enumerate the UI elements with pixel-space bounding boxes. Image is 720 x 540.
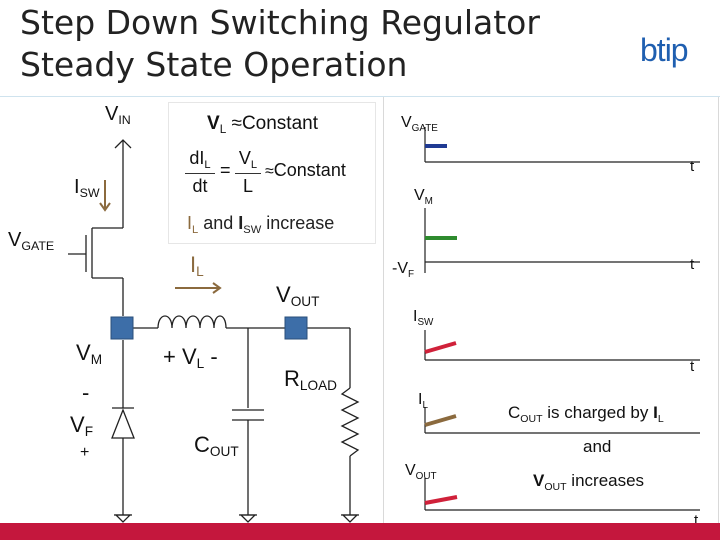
il-trace <box>424 414 457 427</box>
diode-plus-sign: + <box>80 444 90 461</box>
eq-didt: dIL dt = VL L ≈Constant <box>185 148 365 200</box>
wave-vout-t: t <box>694 512 699 529</box>
title-line-1: Step Down Switching Regulator <box>20 3 540 42</box>
eq-increase: IL and ISW increase <box>187 213 335 236</box>
vm-label: VM <box>76 340 103 367</box>
vf-label: VF <box>70 412 94 439</box>
load-resistor <box>340 387 360 457</box>
isw-trace <box>424 341 457 354</box>
wave-neg-vf-label: -VF <box>392 260 415 280</box>
rload-label: RLOAD <box>284 366 337 393</box>
ground-icon-load <box>341 514 359 523</box>
title-divider <box>0 96 720 97</box>
note-and: and <box>583 437 612 456</box>
wave-vm-t: t <box>690 256 695 273</box>
wave-isw-label: ISW <box>413 308 434 328</box>
wave-il-label: IL <box>418 391 428 411</box>
wave-vgate-t: t <box>690 158 695 175</box>
eq-vl-constant: VL ≈Constant <box>207 113 318 136</box>
vout-trace <box>424 495 458 505</box>
output-node-marker <box>284 316 308 340</box>
diode-triangle <box>111 408 135 439</box>
footer-bar <box>0 523 720 540</box>
vout-label: VOUT <box>276 282 320 309</box>
wave-isw-t: t <box>690 358 695 375</box>
vin-label: VIN <box>105 103 131 127</box>
waveform-panel <box>383 97 719 525</box>
wave-vgate-label: VGATE <box>401 114 438 134</box>
diode-minus-sign: - <box>82 380 90 405</box>
isw-label: ISW <box>74 176 100 200</box>
title-line-2: Steady State Operation <box>20 45 408 84</box>
wave-vout-label: VOUT <box>405 462 437 482</box>
inductor-coil <box>157 315 227 329</box>
switch-node-marker <box>110 316 134 340</box>
vl-label: + VL - <box>163 344 218 371</box>
il-label: IL <box>190 252 204 279</box>
vin-arrow-icon <box>114 139 132 149</box>
ground-icon-diode <box>114 514 132 523</box>
note-cout-charged: COUT is charged by IL <box>508 403 664 425</box>
vgate-label: VGATE <box>8 229 55 253</box>
ground-icon-cap <box>239 514 257 523</box>
slide-title: Step Down Switching Regulator Steady Sta… <box>20 2 540 86</box>
cout-label: COUT <box>194 432 239 459</box>
note-vout-increases: VOUT increases <box>533 471 645 493</box>
wave-vm-label: VM <box>414 187 433 207</box>
btip-logo: btip <box>640 32 689 68</box>
